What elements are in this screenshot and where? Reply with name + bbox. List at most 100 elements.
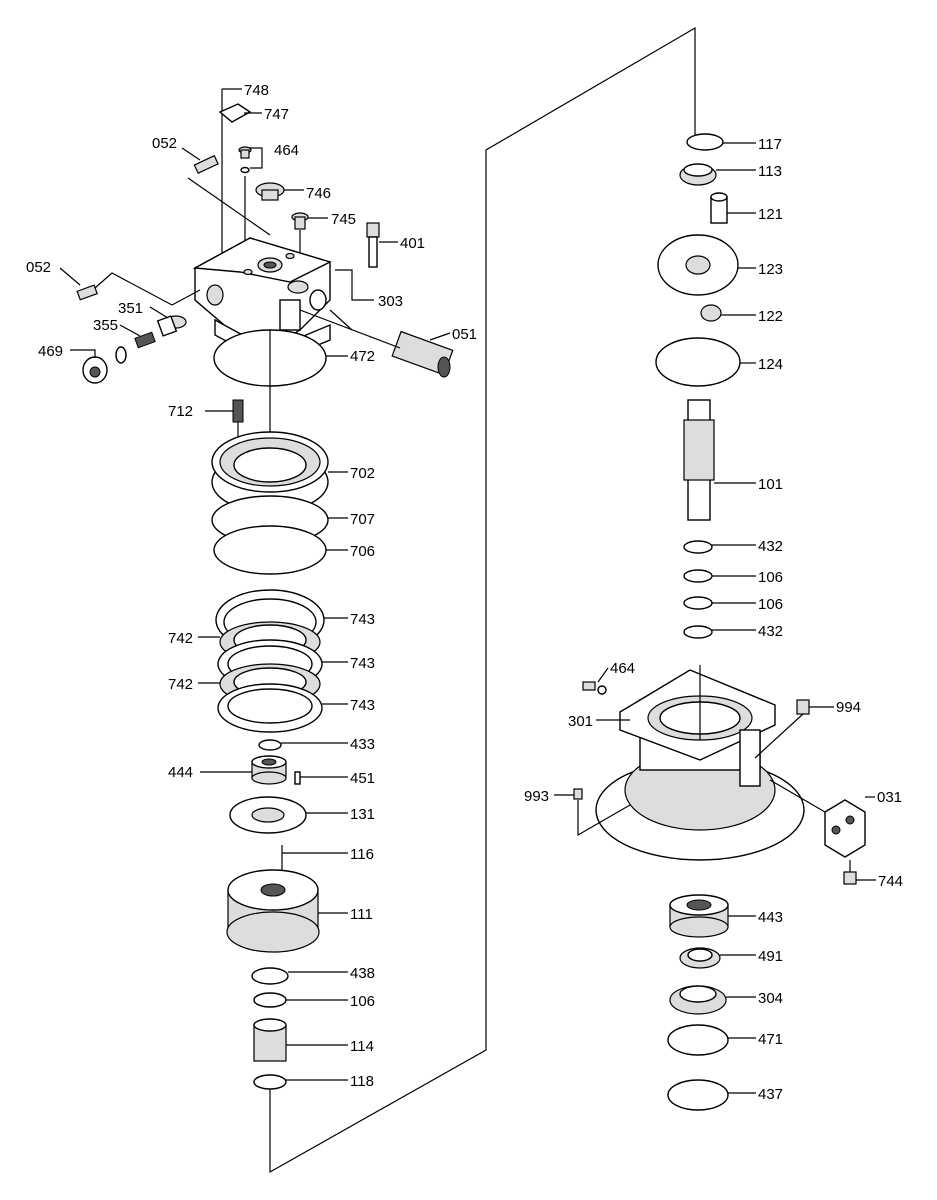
label-748: 748 [244, 82, 269, 99]
label-101: 101 [758, 476, 783, 493]
label-051: 051 [452, 326, 477, 343]
label-707: 707 [350, 511, 375, 528]
part-051-relief-valve [299, 309, 454, 378]
label-743-c: 743 [350, 697, 375, 714]
label-117: 117 [758, 136, 782, 153]
part-491-oil-seal [679, 947, 721, 969]
part-746-cap [255, 182, 304, 201]
label-471: 471 [758, 1031, 783, 1048]
label-131: 131 [350, 806, 375, 823]
part-113-bearing [679, 163, 717, 186]
part-052-plug-left [59, 267, 201, 306]
label-113: 113 [758, 163, 782, 180]
label-124: 124 [758, 356, 783, 373]
part-451-pin [294, 771, 301, 785]
label-443: 443 [758, 909, 783, 926]
label-746: 746 [306, 185, 331, 202]
label-745: 745 [331, 211, 356, 228]
label-121: 121 [758, 206, 783, 223]
label-702: 702 [350, 465, 375, 482]
label-031: 031 [877, 789, 902, 806]
label-438: 438 [350, 965, 375, 982]
label-116: 116 [350, 846, 374, 863]
label-747: 747 [264, 106, 289, 123]
label-301: 301 [568, 713, 593, 730]
part-111-cylinder-block [226, 869, 320, 953]
part-432-snap-ring-b [683, 625, 713, 639]
label-303: 303 [378, 293, 403, 310]
part-994-plug [754, 699, 834, 759]
label-106-a: 106 [350, 993, 375, 1010]
label-437: 437 [758, 1086, 783, 1103]
part-401-bolt [366, 222, 398, 268]
part-118-ring [253, 1074, 287, 1090]
label-994: 994 [836, 699, 861, 716]
part-437-snap-ring [667, 1079, 729, 1111]
part-304-cover [669, 985, 727, 1015]
part-106-ring-b [683, 569, 713, 583]
part-131-valve-plate [229, 796, 307, 834]
label-432-b: 432 [758, 623, 783, 640]
label-106-b: 106 [758, 569, 783, 586]
part-101-drive-shaft [683, 399, 715, 521]
label-464-right: 464 [610, 660, 635, 677]
label-742-b: 742 [168, 676, 193, 693]
label-451: 451 [350, 770, 375, 787]
label-743-a: 743 [350, 611, 375, 628]
part-744-plug [843, 860, 876, 885]
label-304: 304 [758, 990, 783, 1007]
label-469: 469 [38, 343, 63, 360]
label-118: 118 [350, 1073, 374, 1090]
label-464-left: 464 [274, 142, 299, 159]
part-123-retainer-plate [657, 234, 739, 296]
part-443-bearing [669, 894, 729, 938]
part-106-ring-c [683, 596, 713, 610]
label-351: 351 [118, 300, 143, 317]
part-124-shoe-plate [655, 337, 741, 387]
label-712: 712 [168, 403, 193, 420]
label-744: 744 [878, 873, 903, 890]
part-702-brake-piston [211, 431, 348, 513]
part-114-spring [253, 1018, 287, 1062]
label-111: 111 [350, 906, 373, 923]
part-117-ring [686, 133, 724, 151]
part-712-spring [232, 399, 244, 423]
part-106-ring-a [253, 992, 287, 1008]
label-114: 114 [350, 1038, 374, 1055]
part-031-valve-block [769, 779, 875, 858]
label-106-c: 106 [758, 596, 783, 613]
part-122-holder [700, 304, 722, 322]
part-052-plug-top [181, 147, 271, 236]
label-743-b: 743 [350, 655, 375, 672]
part-432-snap-ring-a [683, 540, 713, 554]
part-469-plug [70, 346, 127, 384]
assembly-link-line [269, 26, 696, 1174]
label-472: 472 [350, 348, 375, 365]
part-471-o-ring [667, 1024, 729, 1056]
part-747-plate [218, 103, 252, 123]
part-464-plug-right [582, 667, 609, 695]
label-491: 491 [758, 948, 783, 965]
label-706: 706 [350, 543, 375, 560]
label-122: 122 [758, 308, 783, 325]
label-052-left: 052 [26, 259, 51, 276]
part-433-ring [258, 739, 282, 751]
label-401: 401 [400, 235, 425, 252]
part-301-housing [595, 669, 805, 861]
part-355-spring [119, 324, 156, 349]
label-123: 123 [758, 261, 783, 278]
part-351-plunger [149, 306, 187, 337]
part-464-plug [238, 146, 263, 262]
part-444-bearing [251, 755, 287, 785]
part-743-plate-3 [217, 683, 323, 733]
label-052-top: 052 [152, 135, 177, 152]
label-433: 433 [350, 736, 375, 753]
part-706-o-ring [213, 525, 327, 575]
label-993: 993 [524, 788, 549, 805]
label-742-a: 742 [168, 630, 193, 647]
part-121-piston [710, 192, 728, 224]
part-438-snap-ring [251, 967, 289, 985]
label-355: 355 [93, 317, 118, 334]
part-993-plug [554, 788, 631, 837]
